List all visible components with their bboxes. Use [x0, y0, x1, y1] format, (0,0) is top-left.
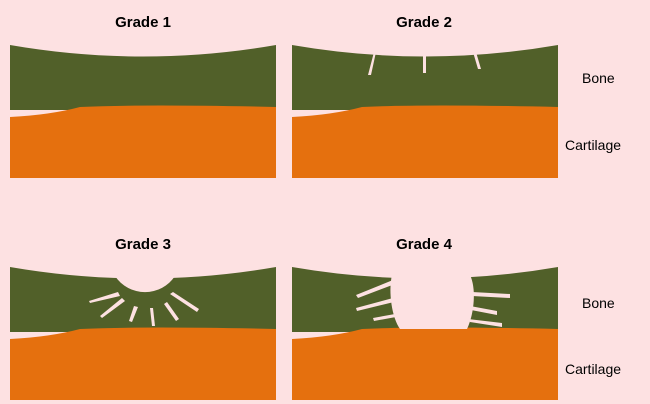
defect-crater [390, 275, 473, 329]
panel-title-grade-2: Grade 2 [354, 14, 494, 31]
cartilage-layer [292, 106, 558, 179]
panel-title-grade-1: Grade 1 [73, 14, 213, 31]
cartilage-label-bottom: Cartilage [565, 361, 621, 377]
grade-4-panel [292, 262, 558, 404]
bone-label-bottom: Bone [582, 295, 615, 311]
bone-layer [10, 45, 276, 110]
panel-title-grade-4: Grade 4 [354, 236, 494, 253]
panel-title-grade-3: Grade 3 [73, 236, 213, 253]
grade-1-panel [10, 40, 276, 182]
cartilage-layer [10, 106, 276, 179]
cartilage-layer [292, 328, 558, 401]
cartilage-layer [10, 328, 276, 401]
grade-3-panel [10, 262, 276, 404]
grade-2-panel [292, 40, 558, 182]
bone-label-top: Bone [582, 70, 615, 86]
cartilage-label-top: Cartilage [565, 137, 621, 153]
fissure [423, 52, 426, 73]
